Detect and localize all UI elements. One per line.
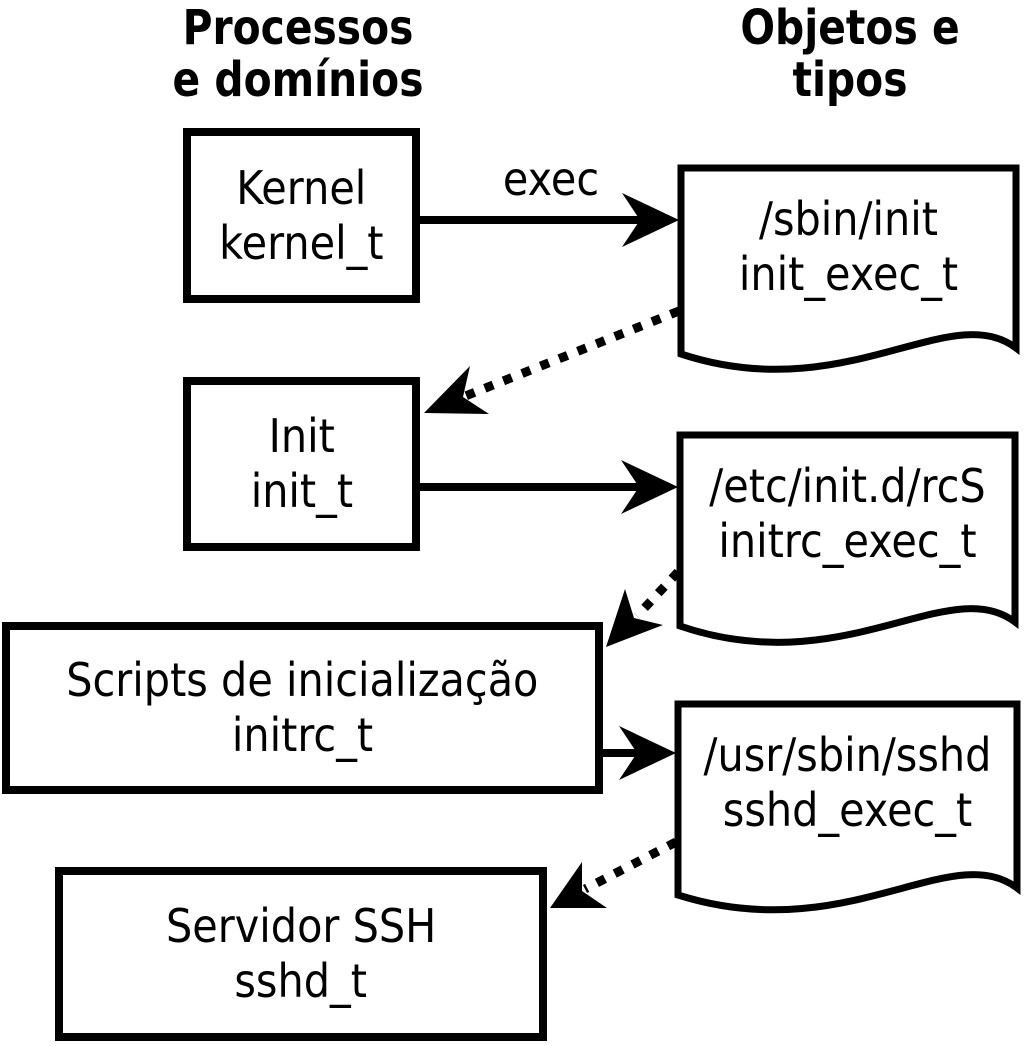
object-label-sbin-init: /sbin/init init_exec_t <box>681 192 1016 302</box>
process-domain-type: initrc_t <box>231 708 374 762</box>
process-domain-type: sshd_t <box>234 954 368 1008</box>
column-header-processes-line2: e domínios <box>172 52 424 108</box>
process-box-ssh-server: Servidor SSH sshd_t <box>55 867 547 1041</box>
process-box-init: Init init_t <box>183 377 420 551</box>
process-box-init-scripts: Scripts de inicialização initrc_t <box>2 622 603 794</box>
column-header-objects: Objetos e tipos <box>660 2 1024 106</box>
process-name: Scripts de inicialização <box>66 653 539 707</box>
object-label-usr-sbin-sshd: /usr/sbin/sshd sshd_exec_t <box>678 728 1017 838</box>
process-name: Servidor SSH <box>165 899 437 953</box>
exec-arrow-label: exec <box>502 152 600 206</box>
column-header-objects-line2: tipos <box>792 52 908 108</box>
object-type: initrc_exec_t <box>718 514 977 568</box>
exec-arrow-initrc-to-sshd <box>603 726 676 780</box>
column-header-processes-line1: Processos <box>182 0 414 56</box>
process-domain-type: kernel_t <box>219 215 384 270</box>
process-name: Init <box>268 409 335 463</box>
column-header-processes: Processos e domínios <box>108 2 488 106</box>
process-name: Kernel <box>236 160 367 215</box>
object-label-etc-initd-rcs: /etc/init.d/rcS initrc_exec_t <box>680 459 1015 569</box>
column-header-objects-line1: Objetos e <box>740 0 960 56</box>
object-type: sshd_exec_t <box>722 783 973 837</box>
object-path: /usr/sbin/sshd <box>703 728 992 782</box>
exec-arrow-kernel-to-init <box>420 193 679 247</box>
object-type: init_exec_t <box>738 247 959 301</box>
exec-arrow-init-to-initrc <box>420 460 678 514</box>
object-path: /etc/init.d/rcS <box>709 459 986 513</box>
process-box-kernel: Kernel kernel_t <box>183 128 420 303</box>
document-icon-sbin-init <box>677 164 1020 373</box>
document-icon-etc-initd-rcs <box>676 431 1019 646</box>
transition-arrow-to-initrc <box>606 568 682 647</box>
object-path: /sbin/init <box>759 192 938 246</box>
transition-arrow-to-init <box>424 306 681 414</box>
document-icon-usr-sbin-sshd <box>674 700 1021 914</box>
process-domain-type: init_t <box>250 464 353 518</box>
transition-arrow-to-sshd <box>550 838 679 908</box>
